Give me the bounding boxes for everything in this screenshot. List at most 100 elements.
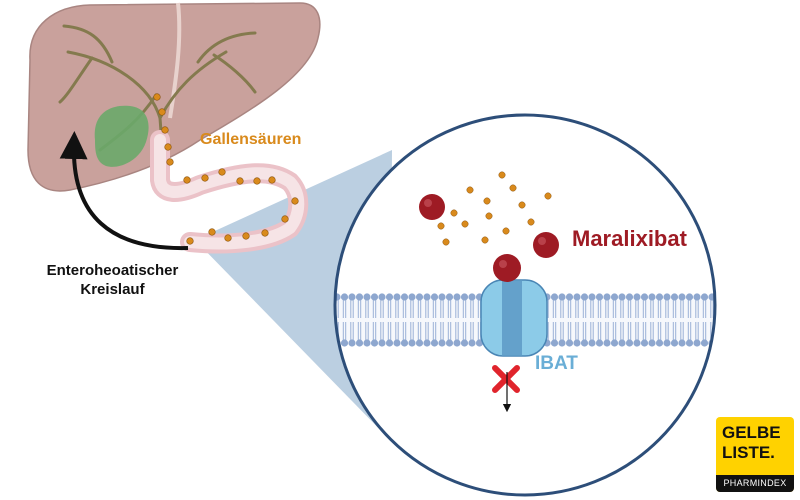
lipid-head <box>340 293 349 301</box>
lipid-head <box>340 339 349 347</box>
lipid-head <box>348 293 356 301</box>
lipid-head <box>700 293 709 301</box>
lipid-head <box>408 293 416 301</box>
lipid-head <box>678 339 686 347</box>
lipid-head <box>423 293 431 301</box>
drug-label: Maralixibat <box>572 226 687 251</box>
lipid-head <box>693 293 701 301</box>
lipid-head <box>670 339 679 347</box>
lipid-head <box>565 293 574 301</box>
lipid-head <box>618 293 626 301</box>
lipid-head <box>378 293 386 301</box>
lipid-head <box>648 293 656 301</box>
lipid-head <box>400 293 409 301</box>
brand-logo: GELBE LISTE. PHARMINDEX <box>716 417 794 492</box>
lipid-head <box>468 293 476 301</box>
logo-line1: GELBE <box>722 423 781 442</box>
lipid-head <box>550 339 559 347</box>
bile-acid-particles-intestine <box>153 93 299 245</box>
lipid-head <box>558 339 566 347</box>
intestine-outline <box>154 134 305 250</box>
curved-arrow-icon <box>59 131 189 251</box>
lipid-head <box>625 339 634 347</box>
lipid-head <box>610 293 619 301</box>
lipid-head <box>453 339 461 347</box>
lipid-head <box>723 293 730 300</box>
lipid-head <box>618 339 626 347</box>
lipid-head <box>700 339 709 347</box>
lipid-head <box>355 293 364 301</box>
lipid-head <box>693 339 701 347</box>
lipid-head <box>438 293 446 301</box>
lipid-head <box>716 339 723 346</box>
lipid-head <box>603 339 611 347</box>
lipid-head <box>468 339 476 347</box>
lipid-head <box>355 339 364 347</box>
lipid-head <box>393 293 401 301</box>
lipid-head <box>445 293 454 301</box>
lipid-head <box>588 293 596 301</box>
lipid-head <box>678 293 686 301</box>
lipid-head <box>648 339 656 347</box>
lipid-head <box>595 339 604 347</box>
zoom-cone <box>195 150 392 440</box>
lipid-head <box>400 339 409 347</box>
ibat-transporter <box>480 279 548 357</box>
lipid-head <box>408 339 416 347</box>
zoom-circle-border <box>333 113 717 497</box>
circulation-label-line2: Kreislauf <box>80 281 145 298</box>
lipid-head <box>573 339 581 347</box>
lipid-head <box>670 293 679 301</box>
lipid-head <box>640 339 649 347</box>
lipid-head <box>716 293 723 300</box>
lipid-head <box>423 339 431 347</box>
bile-acid-particles-zoom <box>437 171 552 246</box>
enterohepatic-circulation-label: Enteroheoatischer Kreislauf <box>10 261 215 299</box>
lipid-head <box>633 293 641 301</box>
lipid-head <box>363 339 371 347</box>
lipid-head <box>370 293 379 301</box>
lipid-head <box>415 339 424 347</box>
lipid-head <box>723 339 730 346</box>
transporter-label: IBAT <box>535 353 578 374</box>
lipid-head <box>453 293 461 301</box>
lipid-head <box>430 339 439 347</box>
lipid-head <box>558 293 566 301</box>
lipid-head <box>588 339 596 347</box>
logo-line3: PHARMINDEX <box>716 475 794 492</box>
lipid-head <box>625 293 634 301</box>
lipid-head <box>633 339 641 347</box>
lipid-head <box>663 293 671 301</box>
lipid-head <box>370 339 379 347</box>
lipid-head <box>565 339 574 347</box>
lipid-head <box>685 339 694 347</box>
lipid-head <box>655 293 664 301</box>
lipid-head <box>385 293 394 301</box>
lipid-head <box>393 339 401 347</box>
lipid-head <box>640 293 649 301</box>
lipid-head <box>475 339 484 347</box>
lipid-head <box>663 339 671 347</box>
lipid-head <box>580 339 589 347</box>
lipid-head <box>595 293 604 301</box>
x-mark-icon <box>492 365 520 393</box>
logo-line2: LISTE. <box>722 443 775 462</box>
lipid-head <box>438 339 446 347</box>
lipid-head <box>685 293 694 301</box>
lipid-head <box>378 339 386 347</box>
lipid-head <box>603 293 611 301</box>
lipid-head <box>573 293 581 301</box>
lipid-head <box>363 293 371 301</box>
lipid-head <box>655 339 664 347</box>
circulation-label-line1: Enteroheoatischer <box>46 262 179 279</box>
lipid-head <box>580 293 589 301</box>
lipid-head <box>430 293 439 301</box>
lipid-head <box>385 339 394 347</box>
lipid-head <box>460 339 469 347</box>
lipid-head <box>460 293 469 301</box>
maralixibat-molecules <box>419 194 559 282</box>
lipid-head <box>415 293 424 301</box>
lipid-head <box>550 293 559 301</box>
lipid-head <box>445 339 454 347</box>
